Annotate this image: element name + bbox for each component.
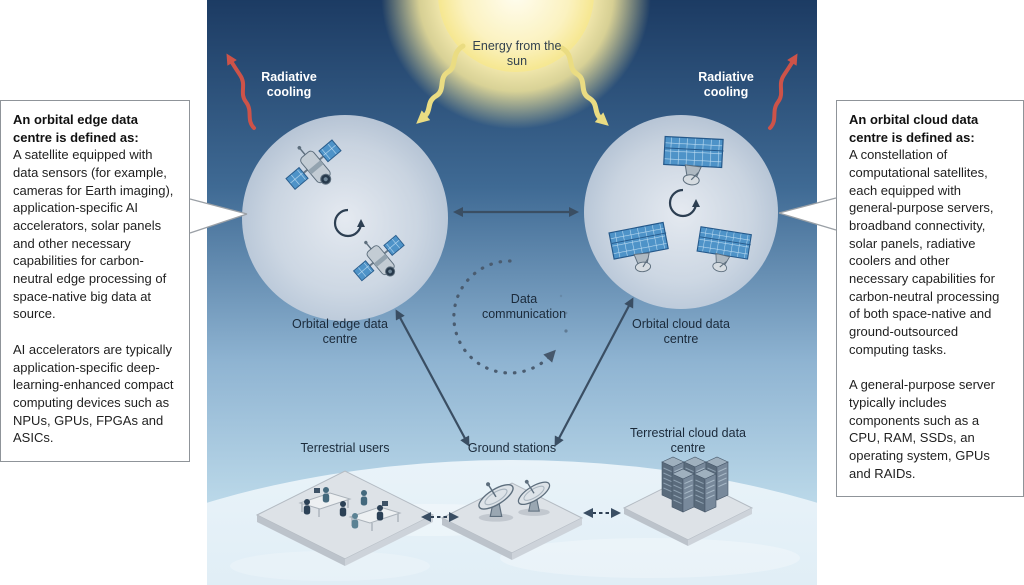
cooling-arrow-left-icon xyxy=(226,53,256,130)
terrestrial-users-label: Terrestrial users xyxy=(300,441,390,455)
edge-ground-arrow-icon xyxy=(395,309,470,447)
sun-icon xyxy=(381,0,651,129)
office-workers-icon xyxy=(298,487,402,531)
link-arrows xyxy=(395,207,634,447)
definition-callout-orbital-edge: An orbital edge data centre is defined a… xyxy=(0,100,190,463)
server-rack-icon xyxy=(671,468,695,513)
callout-heading: An orbital edge data centre is defined a… xyxy=(13,112,139,145)
energy-arrow-right-icon xyxy=(559,45,609,126)
ground-stations-platform xyxy=(440,469,584,560)
energy-arrow-left-icon xyxy=(416,43,466,124)
data-communication-loop-icon xyxy=(452,259,568,375)
callout-pointer-left xyxy=(189,198,248,234)
ground-stations-label: Ground stations xyxy=(467,441,557,455)
callout-paragraph: A general-purpose server typically inclu… xyxy=(849,377,995,481)
callout-paragraph: AI accelerators are typically applicatio… xyxy=(13,342,174,446)
callout-paragraph: A satellite equipped with data sensors (… xyxy=(13,147,174,322)
server-rack-icon xyxy=(693,468,717,513)
cloud-ground-arrow-icon xyxy=(554,297,634,447)
ground-links xyxy=(421,508,621,522)
orbital-cloud-label: Orbital cloud data centre xyxy=(632,317,730,347)
terrestrial-users-platform xyxy=(255,470,435,566)
orbital-cloud-cluster xyxy=(584,115,778,309)
cooling-arrow-right-icon xyxy=(768,53,798,130)
rotation-arrow-icon xyxy=(333,208,365,238)
terrestrial-cloud-label: Terrestrial cloud data centre xyxy=(629,426,747,456)
terrestrial-cloud-platform xyxy=(622,456,754,546)
orbital-edge-cluster xyxy=(242,115,448,321)
data-communication-label: Data communication xyxy=(481,292,567,322)
radiative-cooling-right-label: Radiative cooling xyxy=(698,70,754,100)
callout-paragraph: A constellation of computational satelli… xyxy=(849,147,1000,357)
radiative-cooling-left-label: Radiative cooling xyxy=(261,70,317,100)
definition-callout-orbital-cloud: An orbital cloud data centre is defined … xyxy=(836,100,1024,498)
callout-heading: An orbital cloud data centre is defined … xyxy=(849,112,979,145)
energy-from-sun-label: Energy from the sun xyxy=(472,39,562,69)
rotation-arrow-icon xyxy=(668,188,700,218)
callout-pointer-right xyxy=(778,197,837,231)
orbital-edge-label: Orbital edge data centre xyxy=(292,317,388,347)
